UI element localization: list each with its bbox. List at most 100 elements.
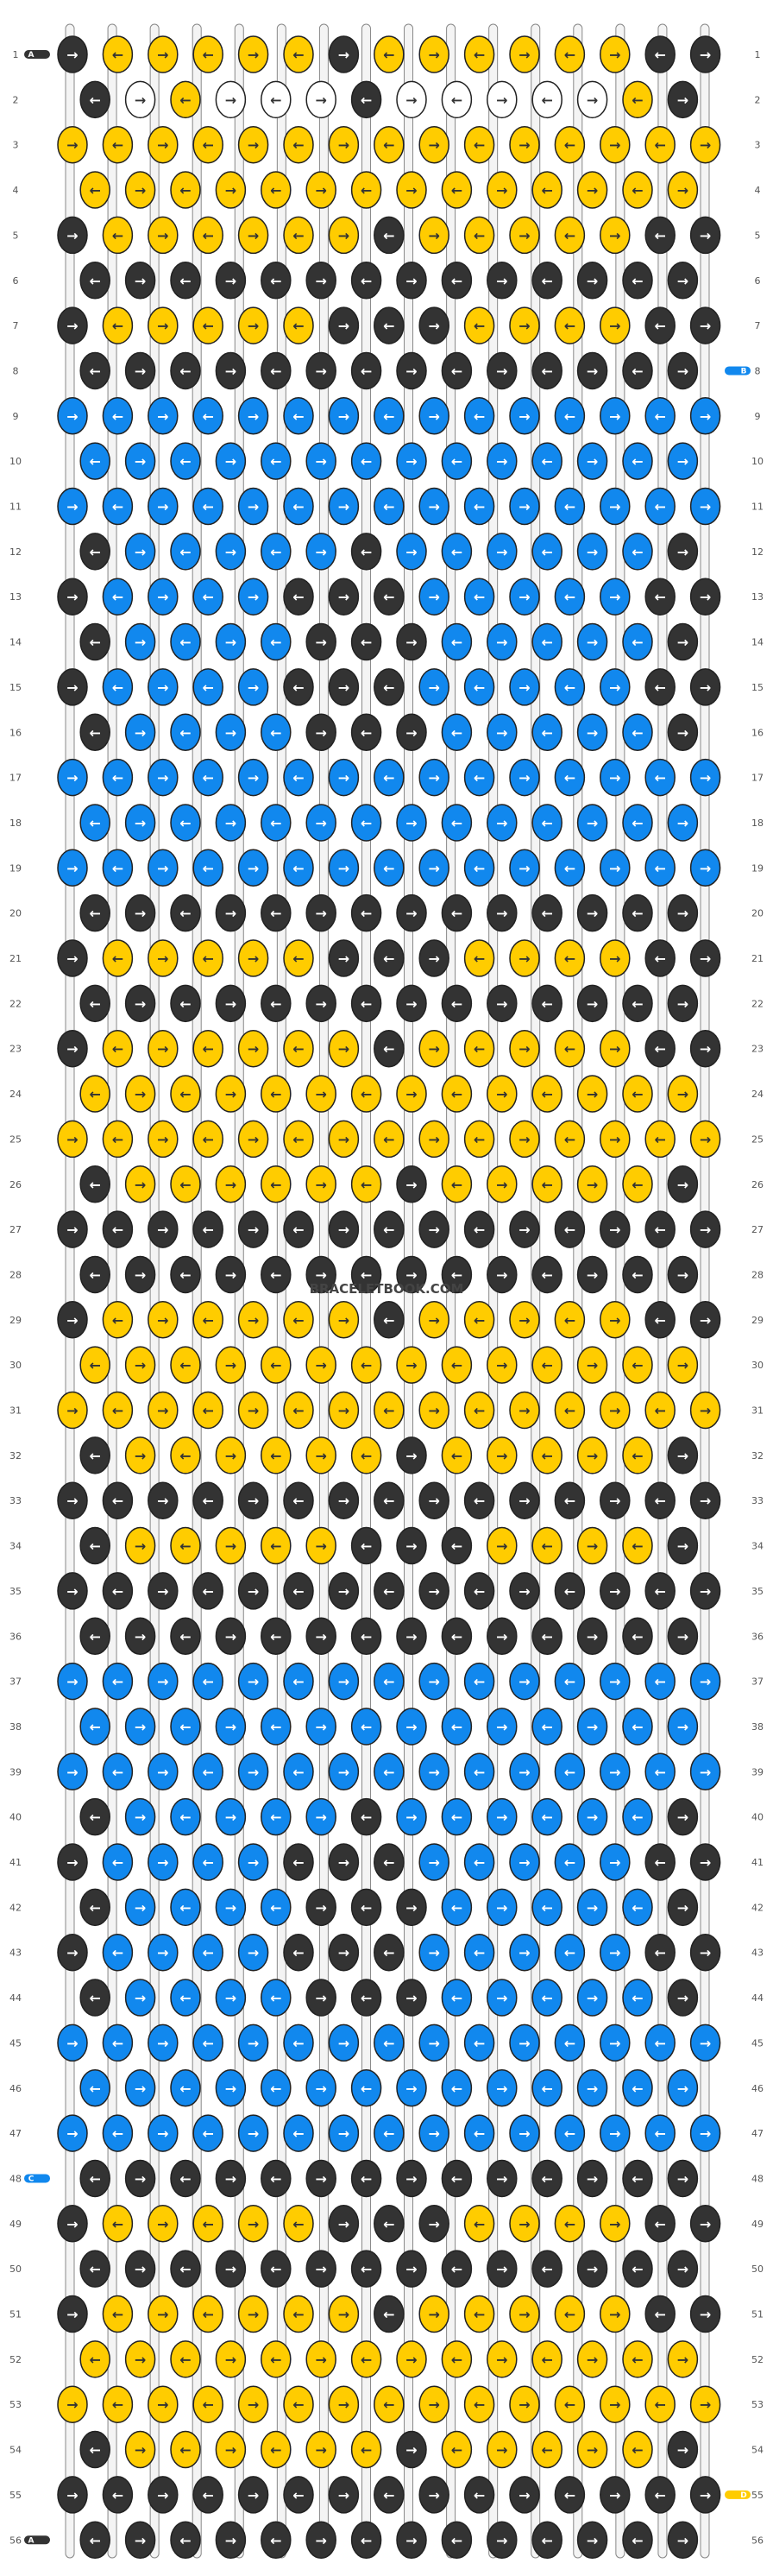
knot-shape xyxy=(283,487,314,526)
string-line xyxy=(573,23,583,2559)
knot-arrow: → xyxy=(677,906,688,922)
knot-arrow: → xyxy=(405,2442,417,2459)
knot: → xyxy=(328,939,360,977)
row-number-left: 4 xyxy=(13,185,19,196)
knot: → xyxy=(57,2114,88,2152)
row-number-left: 49 xyxy=(9,2219,22,2230)
knot-arrow: → xyxy=(248,860,259,876)
knot: ← xyxy=(170,1255,201,1294)
knot-shape xyxy=(622,1617,653,1655)
knot-arrow: ← xyxy=(270,1177,281,1193)
knot-grid: → ← → ← → ← → ← → ← → ← → ← → ← → ← → ← → ← → ← → ← → ← → → ← → ← → ← → ← → ← →… xyxy=(57,35,721,2559)
knot: ← xyxy=(374,758,405,797)
knot-shape xyxy=(350,2250,382,2288)
knot: ← xyxy=(350,1888,382,1927)
knot: ← xyxy=(192,1843,223,1881)
knot-shape xyxy=(487,171,518,209)
knot: → xyxy=(667,1708,699,1746)
knot-arrow: ← xyxy=(474,499,485,515)
knot-arrow: ← xyxy=(179,544,191,560)
knot-arrow: → xyxy=(315,2261,326,2277)
knot-shape xyxy=(328,216,360,255)
knot-shape xyxy=(215,804,247,842)
knot: ← xyxy=(463,849,495,887)
knot-arrow: ← xyxy=(361,1448,372,1464)
knot: → xyxy=(600,758,631,797)
knot-arrow: → xyxy=(496,1357,507,1373)
knot-shape xyxy=(622,351,653,390)
knot: ← xyxy=(622,1165,653,1203)
knot-arrow: ← xyxy=(361,1177,372,1193)
knot-shape xyxy=(350,2430,382,2469)
knot: → xyxy=(576,1708,608,1746)
knot-arrow: → xyxy=(518,2307,530,2323)
knot-shape xyxy=(374,1933,405,1972)
thread-tag-left: C xyxy=(24,2174,50,2183)
knot-arrow: ← xyxy=(451,1177,462,1193)
knot-arrow: → xyxy=(338,2487,349,2503)
knot-arrow: ← xyxy=(564,2035,575,2051)
knot-shape xyxy=(667,1526,699,1565)
knot-arrow: ← xyxy=(632,995,643,1012)
knot-arrow: ← xyxy=(179,2261,191,2277)
knot: ← xyxy=(283,1029,314,1068)
knot: ← xyxy=(531,533,562,571)
knot: → xyxy=(576,2340,608,2378)
knot-shape xyxy=(418,216,449,255)
knot: → xyxy=(600,306,631,344)
row-number-left: 32 xyxy=(9,1450,22,1462)
knot: ← xyxy=(261,1075,292,1113)
knot-arrow: → xyxy=(157,227,168,243)
knot-arrow: ← xyxy=(202,679,213,696)
knot-shape xyxy=(689,2024,721,2062)
knot: ← xyxy=(441,262,473,300)
knot-arrow: → xyxy=(496,1719,507,1735)
knot: ← xyxy=(622,893,653,932)
knot: → xyxy=(237,939,269,977)
knot-shape xyxy=(148,1391,179,1430)
knot: → xyxy=(237,2205,269,2243)
knot: ← xyxy=(441,351,473,390)
knot-shape xyxy=(576,171,608,209)
knot: → xyxy=(689,1843,721,1881)
knot-arrow: ← xyxy=(361,724,372,741)
knot-shape xyxy=(237,1120,269,1159)
knot: → xyxy=(148,939,179,977)
row-number-right: 12 xyxy=(751,546,764,558)
knot: → xyxy=(689,2476,721,2514)
knot: → xyxy=(418,1210,449,1248)
knot: → xyxy=(148,758,179,797)
knot: ← xyxy=(102,125,134,164)
knot-shape xyxy=(463,1481,495,1519)
knot: → xyxy=(215,1075,247,1113)
knot-shape xyxy=(441,80,473,119)
knot-arrow: ← xyxy=(474,1222,485,1238)
knot-arrow: → xyxy=(587,1357,598,1373)
knot-shape xyxy=(283,1933,314,1972)
knot: → xyxy=(124,893,156,932)
knot-shape xyxy=(261,262,292,300)
knot-arrow: → xyxy=(496,906,507,922)
knot-shape xyxy=(328,939,360,977)
knot: → xyxy=(418,1572,449,1610)
knot-arrow: → xyxy=(338,1583,349,1600)
knot: ← xyxy=(170,1346,201,1384)
knot-shape xyxy=(441,1165,473,1203)
knot-shape xyxy=(328,1029,360,1068)
knot-arrow: ← xyxy=(541,1266,552,1283)
knot-arrow: ← xyxy=(383,2035,394,2051)
knot-shape xyxy=(463,939,495,977)
knot-arrow: ← xyxy=(451,1628,462,1645)
knot-shape xyxy=(418,1029,449,1068)
knot-arrow: ← xyxy=(270,92,281,108)
knot-shape xyxy=(463,1752,495,1791)
knot-arrow: → xyxy=(157,770,168,786)
knot: ← xyxy=(79,2159,110,2198)
knot: ← xyxy=(261,1346,292,1384)
knot-shape xyxy=(509,1481,540,1519)
row-number-left: 43 xyxy=(9,1948,22,1959)
row-number-right: 47 xyxy=(751,2128,764,2139)
string-line xyxy=(65,23,75,2559)
knot-arrow: ← xyxy=(292,1674,304,1690)
knot: → xyxy=(600,578,631,616)
